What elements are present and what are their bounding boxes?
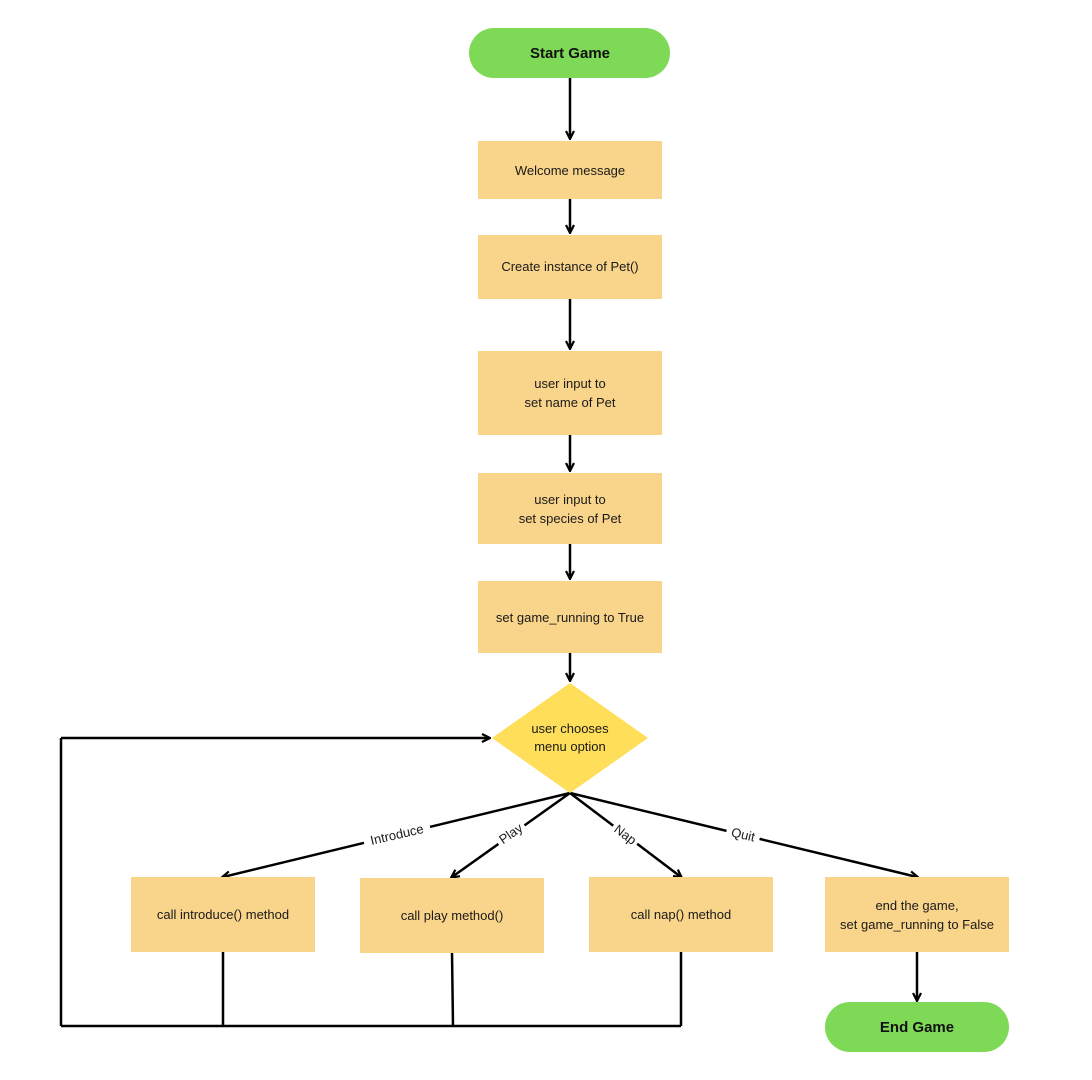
node-play: call play method()	[360, 878, 544, 953]
node-set-running: set game_running to True	[478, 581, 662, 653]
node-set-species-line1: user input to	[534, 492, 606, 507]
connectors	[59, 78, 917, 1028]
node-decision-line1: user chooses	[531, 721, 609, 736]
decision-diamond	[492, 683, 648, 793]
edge-labels: Introduce Play Nap Quit	[361, 816, 762, 851]
edge-label-quit: Quit	[730, 825, 757, 845]
node-start-label: Start Game	[530, 45, 610, 62]
node-introduce-label: call introduce() method	[157, 907, 289, 922]
node-end-game-action: end the game, set game_running to False	[825, 877, 1009, 952]
node-nap-label: call nap() method	[631, 907, 731, 922]
node-play-label: call play method()	[401, 908, 504, 923]
node-start: Start Game	[469, 28, 670, 78]
node-create-pet-label: Create instance of Pet()	[501, 259, 638, 274]
loop-play-down	[450, 952, 455, 1027]
node-introduce: call introduce() method	[131, 877, 315, 952]
terminal-shape-start	[469, 28, 670, 78]
node-end-label: End Game	[880, 1019, 954, 1036]
node-set-species: user input to set species of Pet	[478, 473, 662, 544]
node-welcome-label: Welcome message	[515, 163, 625, 178]
node-end-game-action-line2: set game_running to False	[840, 917, 994, 932]
node-set-species-line2: set species of Pet	[519, 511, 622, 526]
node-decision-line2: menu option	[534, 739, 606, 754]
node-nap: call nap() method	[589, 877, 773, 952]
node-welcome: Welcome message	[478, 141, 662, 199]
node-set-name-line2: set name of Pet	[524, 395, 615, 410]
node-decision: user chooses menu option	[492, 683, 648, 793]
node-set-name-line1: user input to	[534, 376, 606, 391]
node-set-running-label: set game_running to True	[496, 610, 644, 625]
node-create-pet: Create instance of Pet()	[478, 235, 662, 299]
terminal-shape-end	[825, 1002, 1009, 1052]
node-end: End Game	[825, 1002, 1009, 1052]
node-set-name: user input to set name of Pet	[478, 351, 662, 435]
node-end-game-action-line1: end the game,	[875, 898, 958, 913]
